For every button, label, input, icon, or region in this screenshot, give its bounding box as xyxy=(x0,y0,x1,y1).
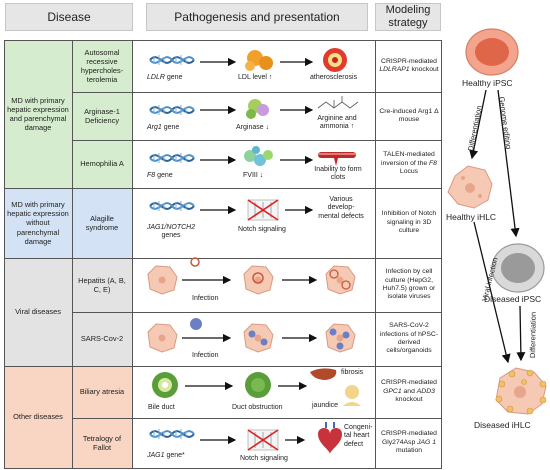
strategy-notch: Inhibition of Notch signaling in 3D cult… xyxy=(381,210,437,235)
diseased-ipsc-icon xyxy=(491,243,545,293)
strategy-f8: TALEN-mediated inversion of the F8 Locus xyxy=(381,151,437,176)
jaundice-face-icon xyxy=(343,385,361,406)
healthy-ihlc-icon xyxy=(447,165,493,209)
arginase-label: Arginase ↓ xyxy=(236,124,270,131)
gene-label-ldlr: LDLR gene xyxy=(147,74,183,81)
infected-hepatocyte-icon xyxy=(243,323,274,353)
fibrosis-label: fibrosis xyxy=(341,369,364,376)
atherosclerosis-label: atherosclerosis xyxy=(310,74,358,81)
fibrotic-liver-icon xyxy=(310,368,337,380)
disease-hemophilia-a: Hemophilia A xyxy=(72,140,132,188)
infected-hepatocyte-icon xyxy=(243,265,274,295)
obstructed-duct-icon xyxy=(245,372,271,398)
jaundice-label: jaundice xyxy=(312,402,339,409)
strategy-arg1: Cre-induced Arg1 Δ mouse xyxy=(379,107,439,123)
disease-arginase-deficiency: Arginase-1 Deficiency xyxy=(72,92,132,140)
gene-label-arg1: Arg1 gene xyxy=(147,124,180,131)
fviii-protein-icon xyxy=(244,146,273,166)
bile-duct-icon xyxy=(152,372,178,398)
disease-hepatitis: Hepatits (A, B, C, E) xyxy=(72,258,132,312)
coronavirus-icon xyxy=(190,318,202,330)
healthy-ipsc-label: Healthy iPSC xyxy=(462,78,513,88)
disease-biliary-atresia: Biliary atresia xyxy=(72,366,132,418)
strategy-hepatitis: Infection by cell culture (HepG2, Huh7.5… xyxy=(382,268,436,301)
heart-icon xyxy=(318,422,342,454)
bile-duct-label: Bile duct xyxy=(148,404,175,411)
dna-helix-icon xyxy=(149,200,195,212)
disease-tetralogy: Tetralogy of Fallot xyxy=(72,418,132,468)
hepatocyte-icon xyxy=(147,323,178,353)
infection-label: Infection xyxy=(192,295,219,302)
strategy-ldlrap1: CRISPR-mediated LDLRAP1 knockout xyxy=(379,57,439,73)
category-md-no-parenchymal: MD with primary hepatic expression witho… xyxy=(4,188,72,258)
dna-helix-icon xyxy=(149,428,195,440)
gene-label-f8: F8 gene xyxy=(147,172,173,179)
notch-signaling-blocked-icon xyxy=(247,429,279,451)
infection-label: Infection xyxy=(192,352,219,359)
category-md-parenchymal: MD with primary hepatic expression and p… xyxy=(4,40,72,188)
differentiation-label: Differentiation xyxy=(528,311,538,359)
header-pathogenesis: Pathogenesis and presentation xyxy=(146,3,368,31)
infected-hepatocyte-icon xyxy=(325,265,356,295)
diseased-ihlc-icon xyxy=(495,367,547,415)
healthy-ipsc-icon xyxy=(465,28,519,76)
strategy-sars: SARS-CoV-2 infections of hPSC-derived ce… xyxy=(379,322,439,355)
header-disease: Disease xyxy=(5,3,133,31)
diseased-ihlc-label: Diseased iHLC xyxy=(474,420,531,430)
header-modeling-strategy: Modeling strategy xyxy=(375,3,441,31)
dna-helix-icon xyxy=(149,104,195,116)
ldl-level-label: LDL level ↑ xyxy=(238,74,273,81)
notch-signaling-label: Notch signaling xyxy=(238,226,286,233)
category-viral: Viral diseases xyxy=(4,258,72,366)
gene-label-jag1: JAG1 gene* xyxy=(147,452,185,459)
virus-particle-icon xyxy=(190,257,200,267)
developmental-defects-label: Various develop- mental defects xyxy=(318,196,364,220)
inability-clots-label: Inability to form clots xyxy=(314,166,362,182)
dna-helix-icon xyxy=(149,54,195,66)
heart-defect-label: Congeni- tal heart defect xyxy=(344,424,373,448)
notch-signaling-blocked-icon xyxy=(247,199,279,221)
duct-obstruction-label: Duct obstruction xyxy=(232,404,283,411)
disease-hypercholesterolemia: Autosomal recessive hypercholes- terolem… xyxy=(72,40,132,92)
hepatocyte-icon xyxy=(147,265,178,295)
strategy-jag1: CRISPR-mediated Gly274Asp JAG 1 mutation xyxy=(381,430,437,455)
arginine-ammonia-label: Arginine and ammonia ↑ xyxy=(317,115,357,131)
notch-signaling-label: Notch signaling xyxy=(240,455,288,462)
diseased-ipsc-label: Diseased iPSC xyxy=(484,294,542,304)
dna-helix-icon xyxy=(149,152,195,164)
healthy-ihlc-label: Healthy iHLC xyxy=(446,212,497,222)
disease-sars-cov-2: SARS-Cov-2 xyxy=(72,312,132,366)
arginine-molecule-icon xyxy=(317,96,359,109)
category-other: Other diseases xyxy=(4,366,72,468)
fviii-label: FVIII ↓ xyxy=(243,172,264,179)
bleeding-vessel-icon xyxy=(318,152,356,166)
disease-alagille: Alagille syndrome xyxy=(72,188,132,258)
strategy-gpc1-add3: CRISPR-mediated GPC1 and ADD3 knockout xyxy=(381,379,437,404)
